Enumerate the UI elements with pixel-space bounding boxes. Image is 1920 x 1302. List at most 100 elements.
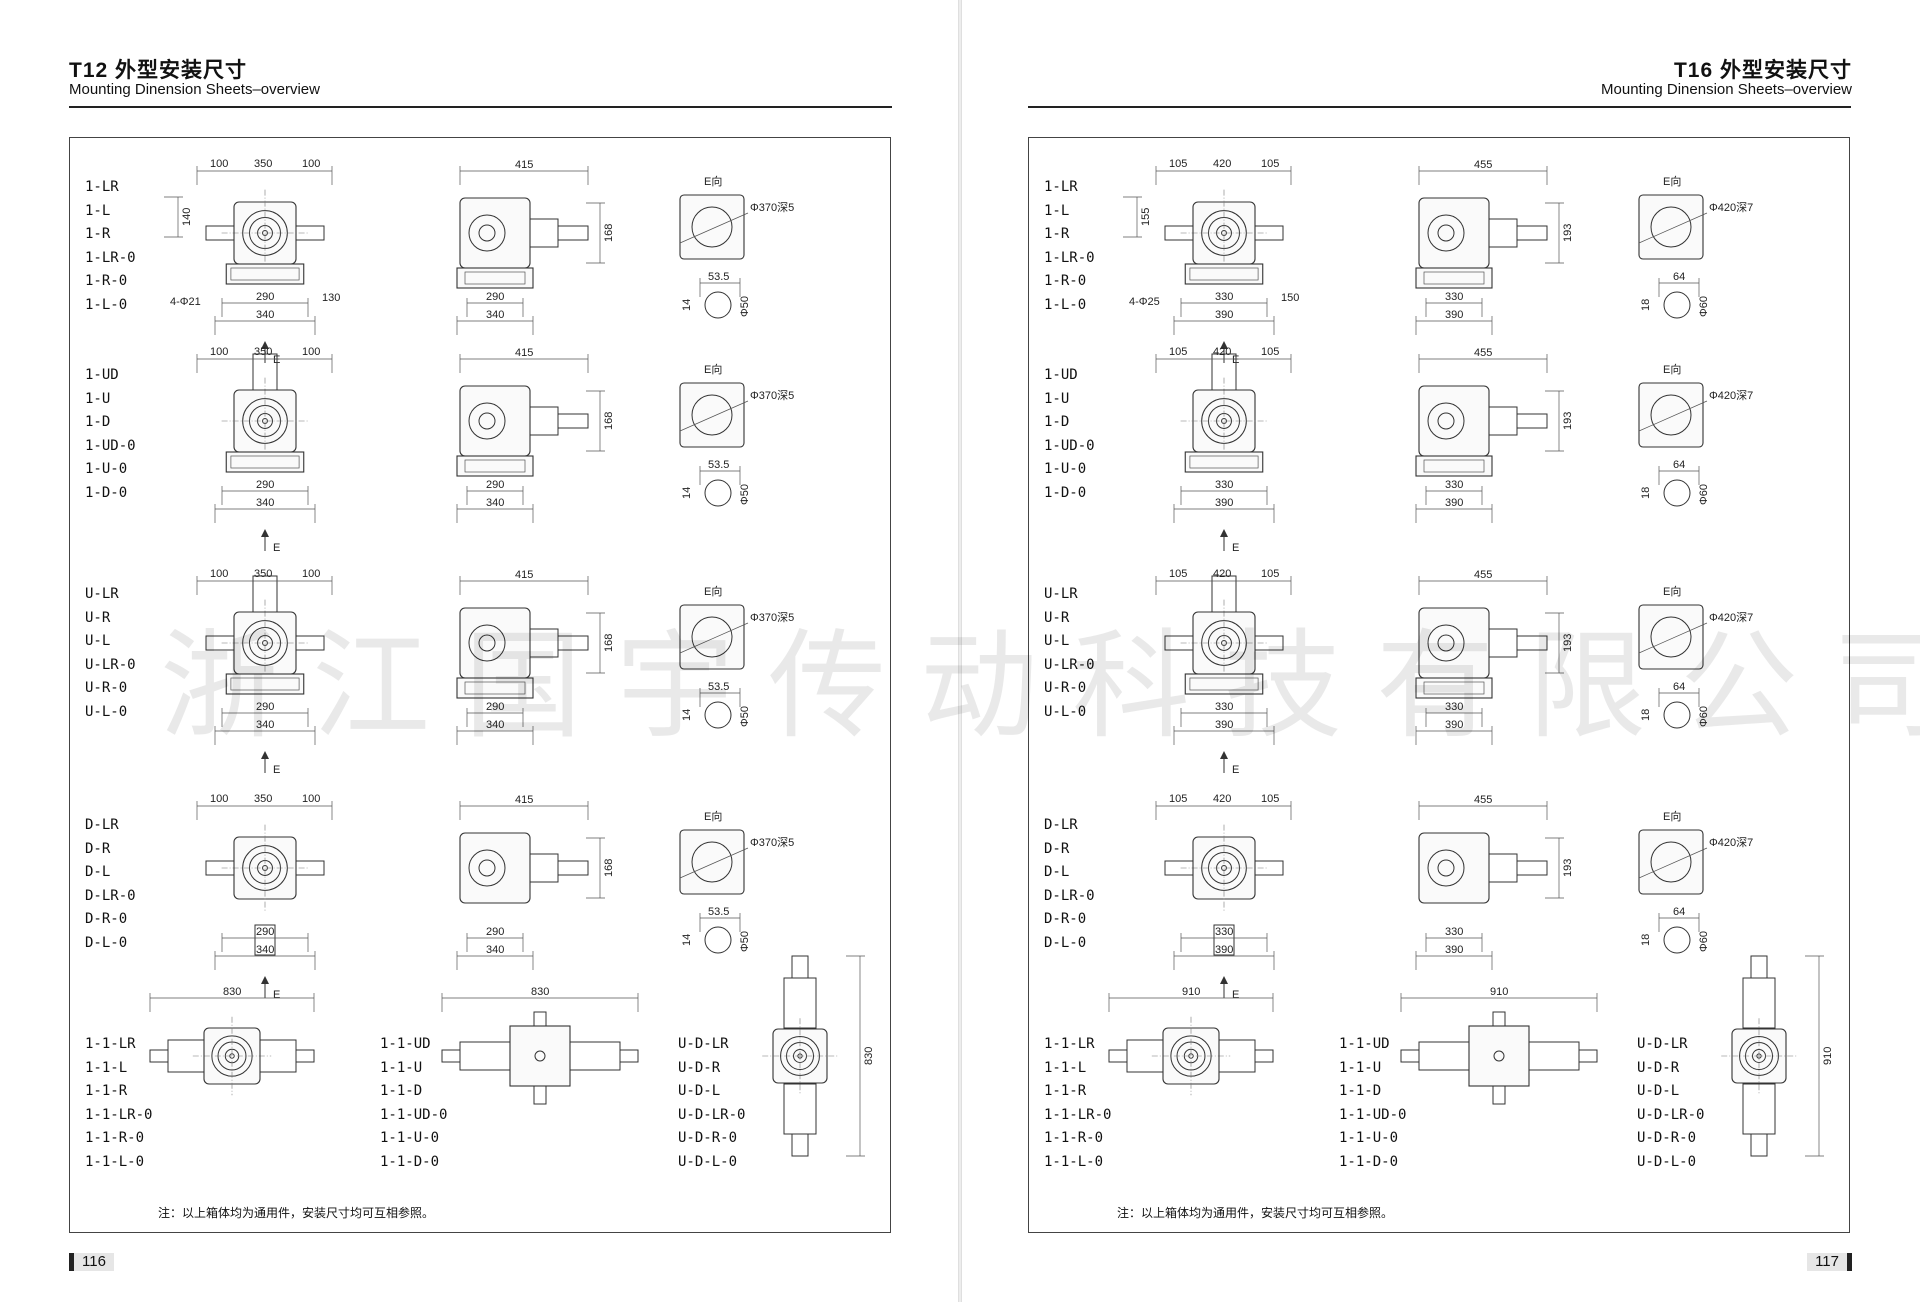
model-code: 1-LR-0 — [1044, 249, 1095, 266]
e-view-circle — [691, 394, 733, 436]
base-slot — [464, 681, 526, 695]
model-code: D-L-0 — [85, 934, 128, 951]
model-code: U-D-R — [1637, 1059, 1680, 1076]
dimension-label: 100 — [210, 346, 228, 358]
mounting-base — [456, 267, 534, 289]
left-housing — [1418, 1041, 1470, 1071]
mounting-base — [1415, 677, 1493, 699]
right-housing — [569, 1041, 621, 1071]
right-shaft — [295, 1049, 315, 1063]
shaft-end — [1663, 926, 1691, 954]
header-rule — [1028, 106, 1851, 108]
dimension-label: 340 — [486, 944, 504, 956]
dimension-label: 64 — [1673, 906, 1685, 918]
dimension-label: 53.5 — [708, 681, 729, 693]
model-code: 1-L — [85, 202, 111, 219]
side-output-shaft — [557, 860, 589, 876]
dimension-label: 18 — [1640, 299, 1652, 311]
model-code: 1-U-0 — [85, 461, 128, 477]
leader-line — [679, 847, 749, 879]
e-view-circle — [691, 616, 733, 658]
left-shaft — [149, 1049, 169, 1063]
leader-line — [1638, 622, 1708, 654]
dimension-label: Φ60 — [1698, 296, 1710, 317]
dimension-label: 14 — [681, 709, 693, 721]
view-title: E向 — [1663, 809, 1681, 823]
e-view-circle — [1650, 616, 1692, 658]
dimension-label: 455 — [1474, 794, 1492, 806]
dimension-label: 340 — [256, 309, 274, 321]
model-code: U-R-0 — [1044, 680, 1087, 696]
dimension-label: 168 — [603, 859, 615, 877]
model-code: 1-1-UD — [380, 1036, 431, 1052]
base-slot — [1423, 681, 1485, 695]
right-shaft — [619, 1049, 639, 1063]
left-shaft — [205, 225, 235, 241]
view-arrow-head — [261, 529, 269, 537]
side-output-shaft — [1516, 860, 1548, 876]
mounting-base — [1184, 263, 1264, 285]
dimension-label: 330 — [1215, 479, 1233, 491]
model-code: 1-L-0 — [1044, 296, 1087, 313]
right-shaft — [1254, 860, 1284, 876]
model-code: U-L — [1044, 633, 1070, 649]
top-shaft — [1211, 575, 1237, 613]
base-slot — [464, 459, 526, 473]
page-fold — [958, 0, 962, 1302]
model-code: U-D-LR-0 — [1637, 1106, 1705, 1123]
view-title: E向 — [704, 584, 722, 598]
model-code: D-LR — [85, 817, 119, 833]
dimension-label: 330 — [1215, 926, 1233, 938]
dimension-label: 130 — [322, 292, 340, 304]
gearbox-housing — [233, 836, 297, 900]
model-code: U-D-R-0 — [678, 1130, 738, 1146]
model-code: 1-UD-0 — [1044, 437, 1095, 454]
bottom-shaft — [1492, 1085, 1506, 1105]
right-housing — [1218, 1039, 1256, 1073]
dimension-label: 105 — [1169, 346, 1187, 358]
model-code: 1-D-0 — [1044, 484, 1087, 501]
model-code: 1-U — [85, 390, 111, 407]
dimension-label: 105 — [1169, 568, 1187, 580]
mounting-base — [1184, 673, 1264, 695]
view-arrow-label: E — [1232, 542, 1239, 554]
dimension-label: 390 — [1215, 719, 1233, 731]
dimension-label: 105 — [1261, 793, 1279, 805]
side-housing-neck — [529, 406, 559, 436]
dimension-label: 100 — [302, 793, 320, 805]
dimension-label: 100 — [302, 568, 320, 580]
page-title: T16 外型安装尺寸 — [1673, 59, 1852, 82]
dimension-label: 415 — [515, 569, 533, 581]
dimension-label: 64 — [1673, 271, 1685, 283]
bottom-shaft — [254, 924, 276, 956]
shaft-end — [704, 479, 732, 507]
gearbox-housing — [1192, 389, 1256, 453]
dimension-label: 105 — [1261, 568, 1279, 580]
view-arrow-head — [261, 751, 269, 759]
dimension-label: Φ420深7 — [1709, 836, 1753, 849]
dimension-label: 64 — [1673, 459, 1685, 471]
side-circle — [1427, 214, 1465, 252]
dimension-label: 105 — [1169, 793, 1187, 805]
side-circle — [468, 402, 506, 440]
model-code: D-L — [85, 864, 111, 880]
model-code: U-D-L-0 — [678, 1153, 738, 1170]
gearbox-housing — [233, 201, 297, 265]
flange-circle — [242, 210, 288, 256]
model-code: U-LR-0 — [1044, 656, 1095, 673]
mounting-base — [225, 451, 305, 473]
model-code: U-LR — [85, 586, 119, 602]
leader-line — [1638, 847, 1708, 879]
dimension-label: Φ370深5 — [750, 836, 794, 849]
model-code: 1-1-R-0 — [1044, 1130, 1104, 1146]
top-shaft — [533, 1011, 547, 1027]
leader-line — [1638, 400, 1708, 432]
